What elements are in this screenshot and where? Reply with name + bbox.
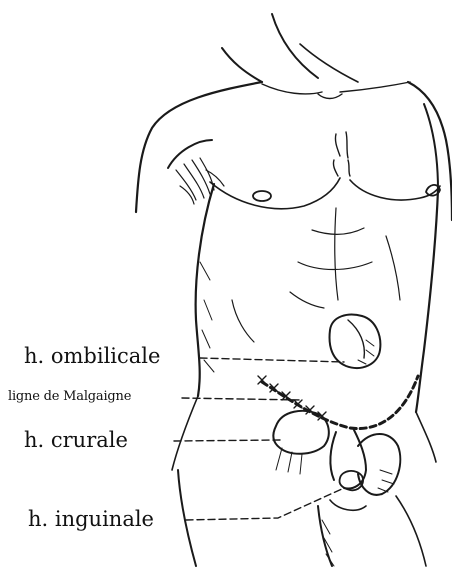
neck (222, 14, 410, 99)
inguinal-region (330, 430, 400, 510)
torso-outline (172, 184, 438, 470)
abdomen-lines (232, 208, 400, 342)
chest (210, 132, 440, 209)
crural-hernia-mass (273, 411, 328, 474)
malgaigne-line (258, 376, 418, 429)
label-malgaigne-line: ligne de Malgaigne (6, 390, 133, 403)
thighs (178, 470, 426, 566)
armpit-shading (176, 158, 224, 204)
umbilical-hernia-mass (330, 315, 381, 368)
label-umbilical-hernia: h. ombilicale (22, 346, 162, 367)
flank-shading (200, 262, 214, 372)
label-inguinal-hernia: h. inguinale (26, 509, 156, 530)
label-crural-hernia: h. crurale (22, 430, 130, 451)
left-nipple (253, 191, 271, 201)
